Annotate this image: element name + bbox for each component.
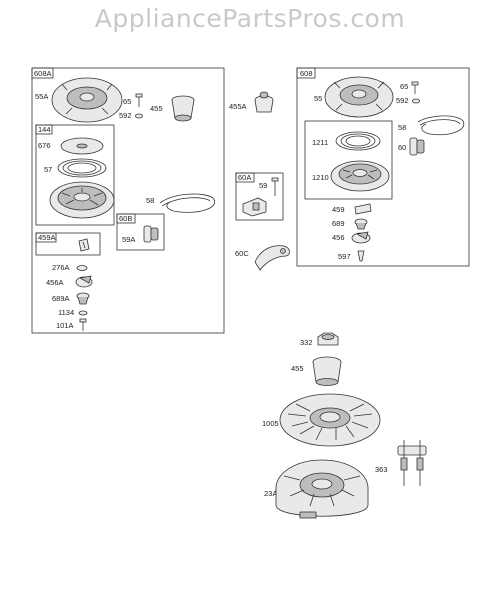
assembly-box-144 [35, 124, 115, 226]
part-58-rope-right[interactable] [417, 115, 465, 136]
part-456A-retainer[interactable] [75, 275, 93, 288]
part-label-58-right: 58 [398, 123, 406, 132]
part-label-455-bottom: 455 [291, 364, 304, 373]
part-label-60: 60 [398, 143, 406, 152]
part-689-spring[interactable] [354, 218, 368, 230]
box-label-608: 608 [300, 69, 313, 78]
assembly-box-pulley [304, 120, 393, 200]
part-label-676: 676 [38, 141, 51, 150]
assembly-box-60B [116, 213, 165, 251]
part-label-55A: 55A [35, 92, 48, 101]
part-1210-pulley[interactable] [330, 160, 390, 192]
part-label-592-left: 592 [119, 111, 132, 120]
part-57-spring[interactable] [57, 158, 107, 178]
box-tag-60B [116, 213, 136, 224]
part-1134-washer[interactable] [78, 310, 88, 316]
part-676-plate[interactable] [60, 137, 104, 155]
part-label-455A: 455A [229, 102, 247, 111]
part-label-1210: 1210 [312, 173, 329, 182]
box-tag-608 [296, 67, 316, 79]
box-label-60A: 60A [238, 173, 251, 182]
part-label-689A: 689A [52, 294, 70, 303]
box-label-60B: 60B [119, 214, 132, 223]
part-332-nut[interactable] [317, 332, 339, 346]
part-592-washer-left[interactable] [135, 113, 143, 119]
box-label-144: 144 [38, 125, 51, 134]
part-60-handle[interactable] [409, 137, 425, 156]
assembly-box-459A [35, 232, 101, 256]
part-101A-screw[interactable] [79, 318, 87, 331]
part-label-1134: 1134 [58, 308, 74, 317]
part-label-57: 57 [44, 165, 52, 174]
part-689A-spring[interactable] [76, 292, 90, 305]
part-455A-cup[interactable] [254, 91, 274, 113]
part-label-456: 456 [332, 233, 345, 242]
part-459A-pawl[interactable] [78, 238, 90, 252]
part-pulley-144[interactable] [49, 181, 115, 219]
part-label-59A: 59A [122, 235, 135, 244]
part-label-456A: 456A [46, 278, 64, 287]
part-455-cup-bottom[interactable] [312, 356, 342, 386]
part-label-55: 55 [314, 94, 322, 103]
part-1211-spring[interactable] [335, 131, 381, 151]
part-label-1005: 1005 [262, 419, 279, 428]
part-label-459: 459 [332, 205, 345, 214]
part-1005-fan[interactable] [279, 393, 381, 447]
part-55A-housing[interactable] [51, 77, 123, 123]
part-label-59: 59 [259, 181, 267, 190]
part-label-597: 597 [338, 252, 351, 261]
part-label-332: 332 [300, 338, 313, 347]
part-55-housing[interactable] [324, 76, 394, 118]
box-tag-60A [235, 172, 255, 183]
box-label-608A: 608A [34, 69, 52, 78]
assembly-box-60A [235, 172, 284, 221]
box-tag-459A [35, 232, 57, 243]
part-label-689: 689 [332, 219, 345, 228]
box-tag-144 [35, 124, 53, 135]
part-label-65-right: 65 [400, 82, 408, 91]
part-label-23A: 23A [264, 489, 277, 498]
part-23A-flywheel[interactable] [275, 459, 369, 519]
part-65-screw-left[interactable] [135, 93, 143, 107]
part-label-363: 363 [375, 465, 388, 474]
assembly-box-608 [296, 67, 470, 267]
part-59-screw[interactable] [271, 177, 279, 196]
part-59A-handle[interactable] [143, 225, 159, 243]
part-label-58-left: 58 [146, 196, 154, 205]
box-label-459A: 459A [38, 233, 56, 242]
part-label-60C: 60C [235, 249, 249, 258]
part-592-washer-right[interactable] [412, 98, 420, 104]
part-455-cup-left[interactable] [171, 95, 195, 122]
part-60C-guide[interactable] [254, 245, 290, 271]
part-label-592-right: 592 [396, 96, 409, 105]
part-label-455-left: 455 [150, 104, 163, 113]
part-label-1211: 1211 [312, 138, 328, 147]
part-597-screw[interactable] [357, 250, 365, 262]
part-label-101A: 101A [56, 321, 74, 330]
part-65-screw-right[interactable] [411, 81, 419, 94]
box-tag-608A [31, 67, 54, 79]
part-58-rope-left[interactable] [159, 193, 216, 213]
part-60A-pawl[interactable] [242, 197, 267, 217]
part-label-276A: 276A [52, 263, 70, 272]
part-276A-washer[interactable] [76, 265, 88, 271]
watermark: AppliancePartsPros.com [94, 4, 406, 33]
part-label-65-left: 65 [123, 97, 131, 106]
assembly-box-608A [31, 67, 225, 334]
part-363-armature[interactable] [397, 440, 427, 486]
part-456-retainer[interactable] [351, 231, 371, 244]
part-459-pawl[interactable] [354, 203, 372, 215]
